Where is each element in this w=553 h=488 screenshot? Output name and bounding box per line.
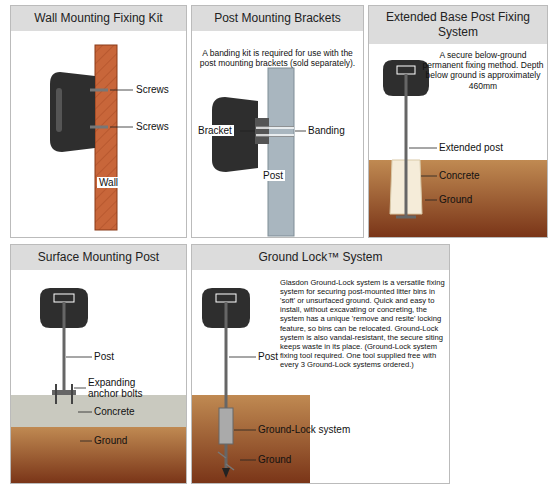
part-label: Ground [258, 454, 291, 465]
panel-title: Ground Lock™ System [191, 244, 450, 270]
panel-note: A secure below-ground permanent fixing m… [420, 50, 546, 91]
panel-title: Extended Base Post Fixing System [368, 5, 548, 44]
part-label: Ground [94, 435, 127, 446]
part-label: Banding [308, 125, 345, 136]
part-label: Ground [439, 194, 472, 205]
panel-note: A banding kit is required for use with t… [195, 48, 360, 68]
part-label: Extended post [439, 142, 503, 153]
part-label: Post [258, 351, 278, 362]
part-label: Concrete [439, 170, 480, 181]
panel-title: Wall Mounting Fixing Kit [10, 5, 187, 31]
part-label: Concrete [94, 406, 135, 417]
part-label: Ground-Lock system [258, 424, 350, 435]
part-label: Post [94, 351, 114, 362]
panel-title: Surface Mounting Post [10, 244, 187, 270]
part-label: Screws [136, 121, 169, 132]
fixing-panel: Surface Mounting Post [10, 244, 187, 484]
fixing-panel: Post Mounting Brackets A banding kit is r… [191, 5, 364, 238]
part-label: Screws [136, 84, 169, 95]
part-label: Expanding anchor bolts [88, 377, 168, 399]
part-label: Bracket [196, 125, 234, 136]
part-label: Wall [97, 177, 120, 188]
panel-note: Glasdon Ground-Lock system is a versatil… [280, 278, 446, 369]
fixing-panel: Ground Lock™ SystemGlasdon Ground-Lock s… [191, 244, 450, 484]
part-label: Post [261, 170, 285, 181]
panel-title: Post Mounting Brackets [191, 5, 364, 31]
